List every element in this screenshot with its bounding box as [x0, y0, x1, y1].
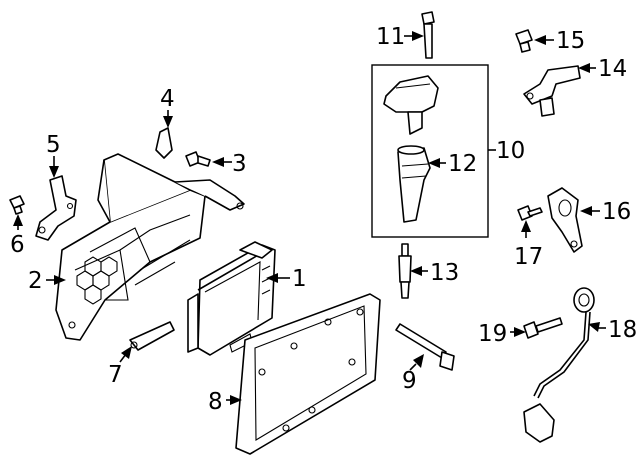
callout-17: 17 — [514, 244, 543, 270]
callout-19: 19 — [478, 321, 507, 347]
part-13-spark-plug — [398, 243, 412, 299]
callout-11: 11 — [376, 24, 405, 50]
leader-lines — [13, 31, 606, 405]
part-14-sensor — [523, 65, 581, 117]
callout-1: 1 — [292, 266, 307, 292]
part-18-sensor — [523, 287, 595, 443]
callout-6: 6 — [10, 232, 25, 258]
part-7-clip — [129, 321, 175, 351]
callout-4: 4 — [160, 86, 175, 112]
part-3-bolt — [185, 151, 211, 167]
callout-7: 7 — [108, 362, 123, 388]
part-19-bolt — [523, 317, 563, 339]
callout-18: 18 — [608, 317, 637, 343]
part-15-bolt — [515, 29, 533, 53]
part-11-bolt — [421, 11, 435, 59]
part-12-coil-boot — [397, 145, 431, 223]
part-1-ecu — [187, 241, 276, 356]
callout-13: 13 — [430, 260, 459, 286]
part-9-bolt — [395, 323, 455, 371]
part-2-bracket — [55, 153, 245, 341]
callout-3: 3 — [232, 151, 247, 177]
callout-16: 16 — [602, 199, 631, 225]
callout-labels: 1 2 3 4 5 6 7 8 9 10 11 12 13 14 15 16 1… — [10, 24, 637, 415]
callout-9: 9 — [402, 368, 417, 394]
part-8-cover — [235, 293, 381, 455]
ignition-coil-head — [383, 75, 439, 135]
callout-10: 10 — [496, 138, 525, 164]
part-17-bolt — [517, 205, 543, 221]
part-4-clip — [155, 127, 173, 159]
callout-15: 15 — [556, 28, 585, 54]
part-10-group-box — [371, 64, 489, 238]
callout-8: 8 — [208, 389, 223, 415]
part-6-bolt — [9, 195, 25, 215]
part-5-bracket — [35, 175, 77, 241]
callout-5: 5 — [46, 132, 61, 158]
callout-14: 14 — [598, 56, 627, 82]
part-16-sensor — [547, 187, 583, 253]
callout-2: 2 — [28, 268, 43, 294]
callout-12: 12 — [448, 151, 477, 177]
